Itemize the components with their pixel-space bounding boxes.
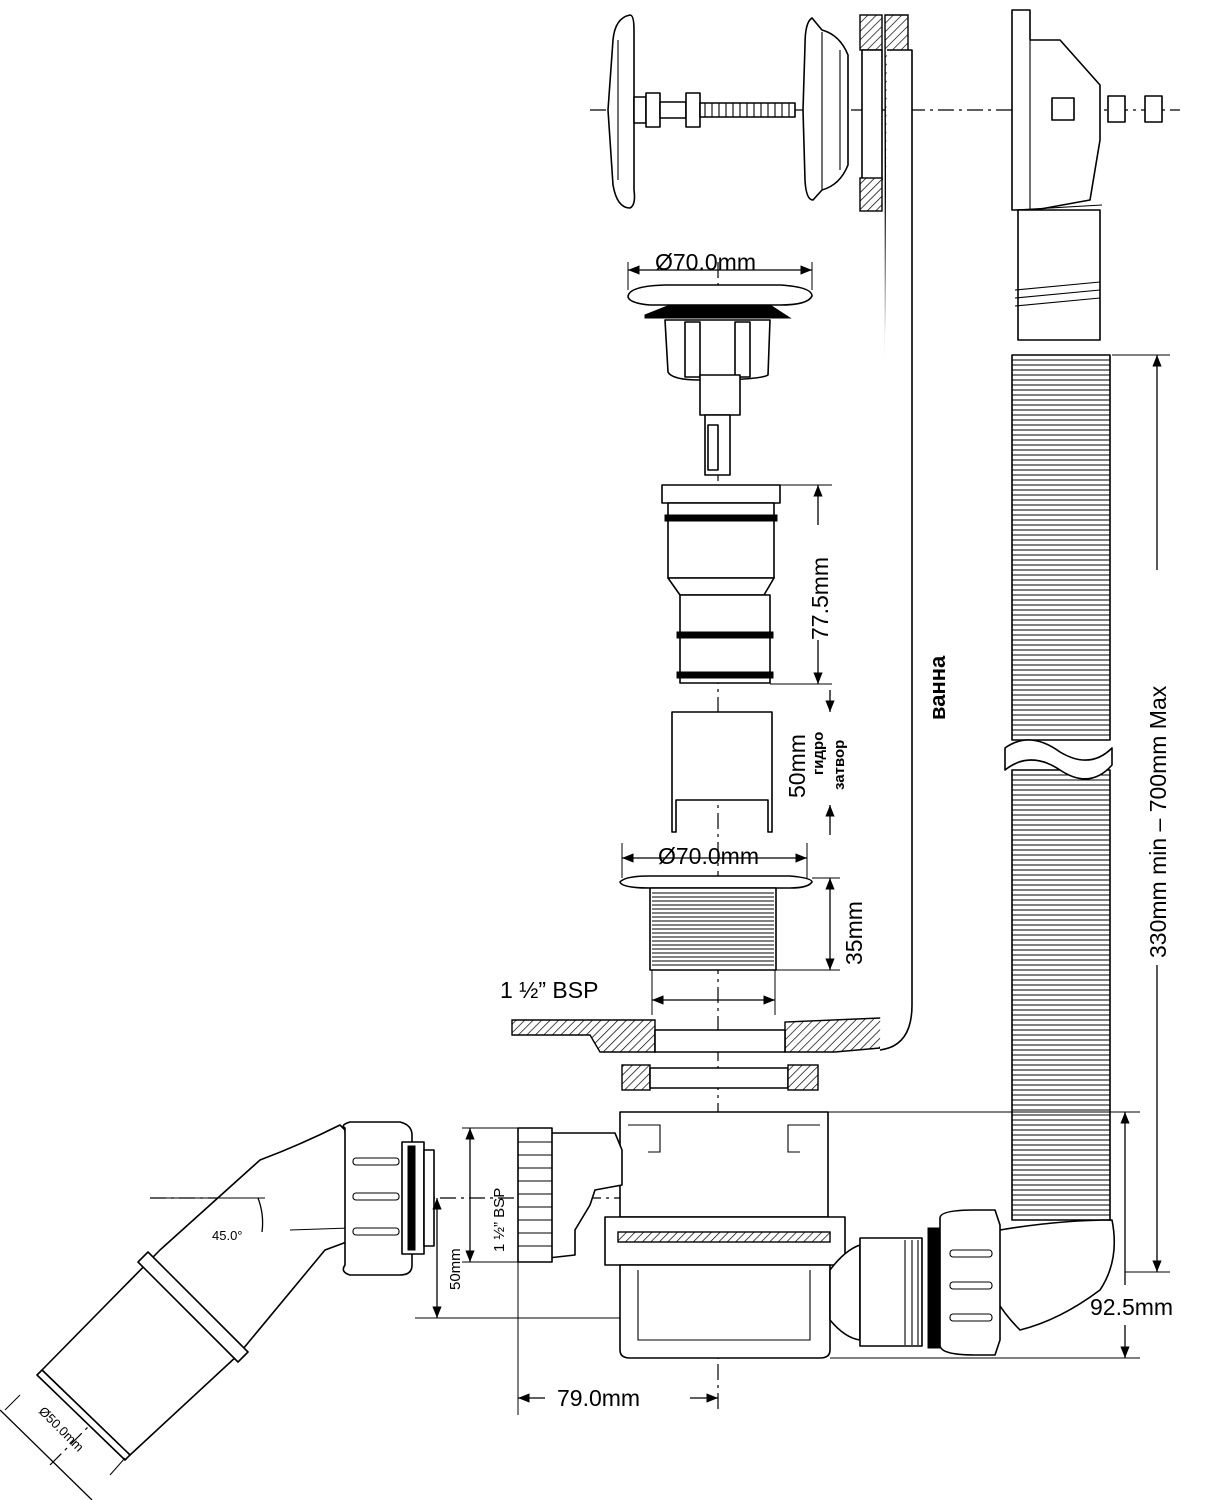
drain-flange [619, 875, 813, 971]
popup-plug [627, 284, 813, 476]
trap-height-label: 92.5mm [1090, 1294, 1173, 1320]
bsp-top-label: 1 ½” BSP [500, 977, 598, 1003]
thread-ribs [652, 892, 774, 966]
water-seal-sleeve [671, 711, 773, 833]
screw-thread [704, 103, 790, 117]
strainer-tube [661, 484, 781, 684]
trap-body [517, 1111, 1001, 1359]
flange-diameter-label: Ø70.0mm [658, 843, 759, 869]
water-seal-word1: гидро [810, 732, 827, 775]
strainer-length-label: 77.5mm [807, 557, 833, 640]
bath-label: ванна [925, 655, 950, 720]
hose-ribs [1012, 359, 1110, 1216]
flexible-hose [984, 354, 1116, 1331]
angled-outlet [36, 1121, 435, 1461]
overflow-body [1011, 9, 1163, 341]
overflow-cover [607, 14, 636, 209]
dimension-lines [0, 262, 1170, 1500]
locknut-ring [621, 1064, 819, 1091]
cap-diameter-label: Ø70.0mm [655, 249, 756, 275]
water-seal-word2: затвор [831, 740, 848, 790]
overflow-flange [802, 17, 849, 201]
angle-label: 45.0° [212, 1228, 243, 1243]
offset-label: 79.0mm [557, 1385, 640, 1411]
bath-wall [511, 14, 913, 1053]
overflow-screw [633, 92, 796, 128]
overflow-gasket [859, 14, 883, 212]
water-seal-label: 50mm [784, 734, 810, 798]
bsp-side-label: 1 ½” BSP [491, 1188, 508, 1252]
thread-height-label: 35mm [841, 901, 867, 965]
hose-length-label: 330mm min – 700mm Max [1145, 685, 1171, 958]
outlet-drop-label: 50mm [447, 1248, 464, 1290]
